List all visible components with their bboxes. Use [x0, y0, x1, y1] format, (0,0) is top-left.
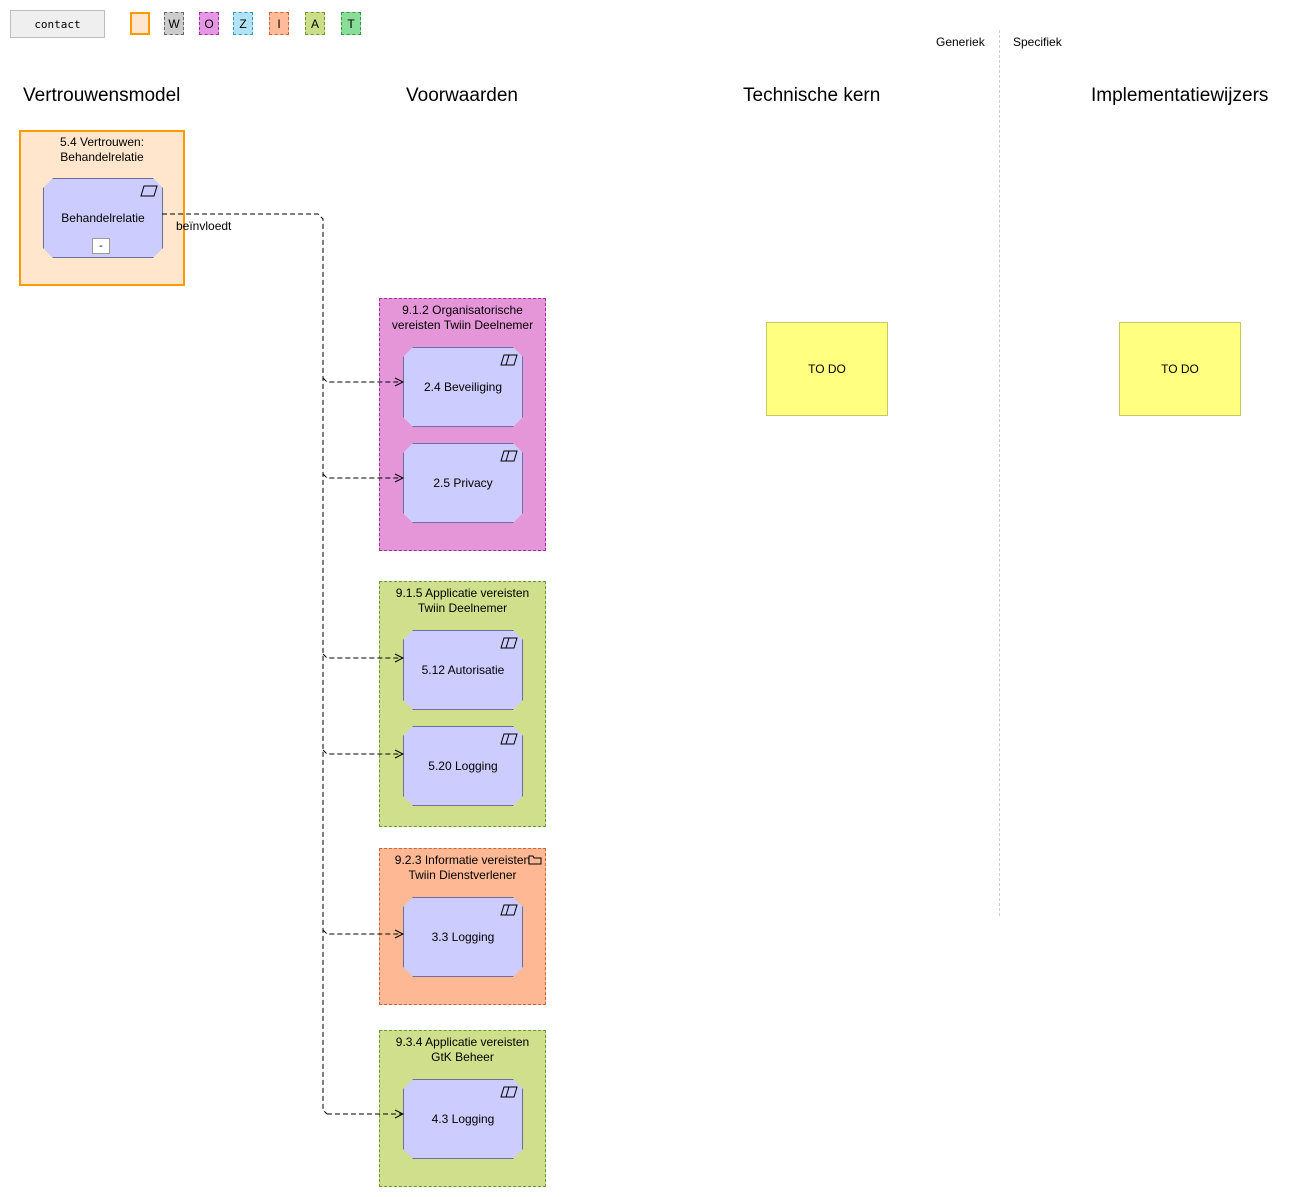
legend-o[interactable]: O	[199, 12, 219, 35]
requirement-icon	[500, 354, 518, 366]
requirement-logging[interactable]: 5.20 Logging	[403, 726, 523, 806]
group-title: 9.3.4 Applicatie vereisten GtK Beheer	[395, 1035, 530, 1064]
group-organisational-requirements[interactable]: 9.1.2 Organisatorische vereisten Twiin D…	[379, 298, 546, 551]
group-title: 9.2.3 Informatie vereisten Twiin Dienstv…	[394, 853, 531, 882]
requirement-icon	[500, 637, 518, 649]
group-information-requirements-provider[interactable]: 9.2.3 Informatie vereisten Twiin Dienstv…	[379, 848, 546, 1005]
column-header-trust-model: Vertrouwensmodel	[23, 85, 181, 106]
requirement-label: 3.3 Logging	[431, 930, 495, 944]
requirement-icon	[500, 450, 518, 462]
group-application-requirements-participant[interactable]: 9.1.5 Applicatie vereisten Twiin Deelnem…	[379, 581, 546, 827]
requirement-logging[interactable]: 4.3 Logging	[403, 1079, 523, 1159]
group-title: 9.1.5 Applicatie vereisten Twiin Deelnem…	[395, 586, 530, 615]
legend-a[interactable]: A	[305, 12, 325, 35]
column-header-technical-core: Technische kern	[743, 85, 881, 106]
requirement-label: 2.4 Beveiliging	[423, 380, 503, 394]
requirement-icon	[500, 733, 518, 745]
requirement-icon	[140, 185, 158, 197]
todo-note-technical-core[interactable]: TO DO	[766, 322, 888, 416]
group-application-requirements-gtk[interactable]: 9.3.4 Applicatie vereisten GtK Beheer 4.…	[379, 1030, 546, 1187]
group-title: 9.1.2 Organisatorische vereisten Twiin D…	[391, 303, 534, 332]
requirement-label: 5.12 Autorisatie	[421, 663, 505, 677]
requirement-icon	[500, 1086, 518, 1098]
todo-label: TO DO	[1161, 362, 1199, 376]
legend-z[interactable]: Z	[233, 12, 253, 35]
generic-label: Generiek	[936, 35, 985, 49]
contact-button[interactable]: contact	[10, 10, 105, 38]
requirement-beveiliging[interactable]: 2.4 Beveiliging	[403, 347, 523, 427]
requirement-label: 2.5 Privacy	[433, 476, 493, 490]
trust-model-group[interactable]: 5.4 Vertrouwen: Behandelrelatie Behandel…	[19, 130, 185, 286]
folder-icon	[528, 855, 542, 865]
requirement-privacy[interactable]: 2.5 Privacy	[403, 443, 523, 523]
requirement-logging[interactable]: 3.3 Logging	[403, 897, 523, 977]
legend-trust[interactable]	[130, 12, 150, 35]
legend-w[interactable]: W	[164, 12, 184, 35]
requirement-label: Behandelrelatie	[61, 211, 145, 225]
todo-note-implementation[interactable]: TO DO	[1119, 322, 1241, 416]
requirement-autorisatie[interactable]: 5.12 Autorisatie	[403, 630, 523, 710]
column-header-conditions: Voorwaarden	[406, 85, 518, 106]
todo-label: TO DO	[808, 362, 846, 376]
column-header-implementation-guides: Implementatiewijzers	[1091, 85, 1269, 106]
legend-t[interactable]: T	[341, 12, 361, 35]
relation-label: beïnvloedt	[176, 219, 232, 233]
trust-model-title: 5.4 Vertrouwen: Behandelrelatie	[59, 135, 145, 164]
requirement-icon	[500, 904, 518, 916]
requirement-label: 5.20 Logging	[428, 759, 498, 773]
influence-trunk-line	[162, 213, 328, 1115]
collapse-button[interactable]: -	[92, 238, 110, 254]
legend-i[interactable]: I	[269, 12, 289, 35]
column-divider	[999, 30, 1000, 916]
specific-label: Specifiek	[1013, 35, 1062, 49]
requirement-label: 4.3 Logging	[431, 1112, 495, 1126]
